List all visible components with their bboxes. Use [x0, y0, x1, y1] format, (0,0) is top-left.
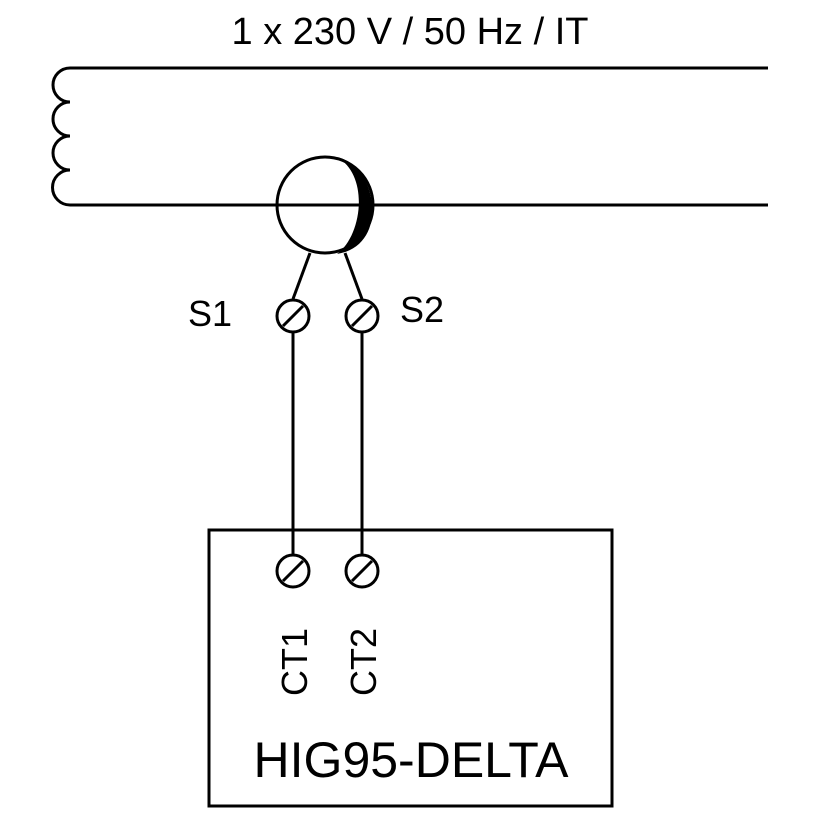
- device-box: [207, 528, 614, 808]
- terminal-ct1: [275, 553, 311, 589]
- current-transformer-icon: [275, 155, 375, 255]
- terminal-slot-icon: [350, 559, 374, 583]
- terminal-screw-icon: [344, 553, 380, 589]
- source-coil-icon: [51, 66, 71, 207]
- terminal-slot-icon: [281, 559, 305, 583]
- supply-label: 1 x 230 V / 50 Hz / IT: [232, 11, 589, 53]
- terminal-label-s2: S2: [400, 289, 444, 330]
- terminal-label-ct1: CT1: [274, 628, 315, 696]
- current-transformer: [275, 155, 375, 300]
- terminal-s2: [344, 298, 380, 334]
- terminal-slot-icon: [281, 304, 305, 328]
- terminal-label-s1: S1: [188, 293, 232, 334]
- terminal-s1: [275, 298, 311, 334]
- terminal-label-ct2: CT2: [343, 628, 384, 696]
- transformer-lead-s1: [291, 252, 312, 300]
- terminal-slot-icon: [350, 304, 374, 328]
- terminal-screw-icon: [275, 553, 311, 589]
- transformer-core-shade-icon: [337, 157, 373, 254]
- transformer-lead-s2: [343, 252, 364, 300]
- device-name: HIG95-DELTA: [254, 732, 570, 788]
- terminal-ct2: [344, 553, 380, 589]
